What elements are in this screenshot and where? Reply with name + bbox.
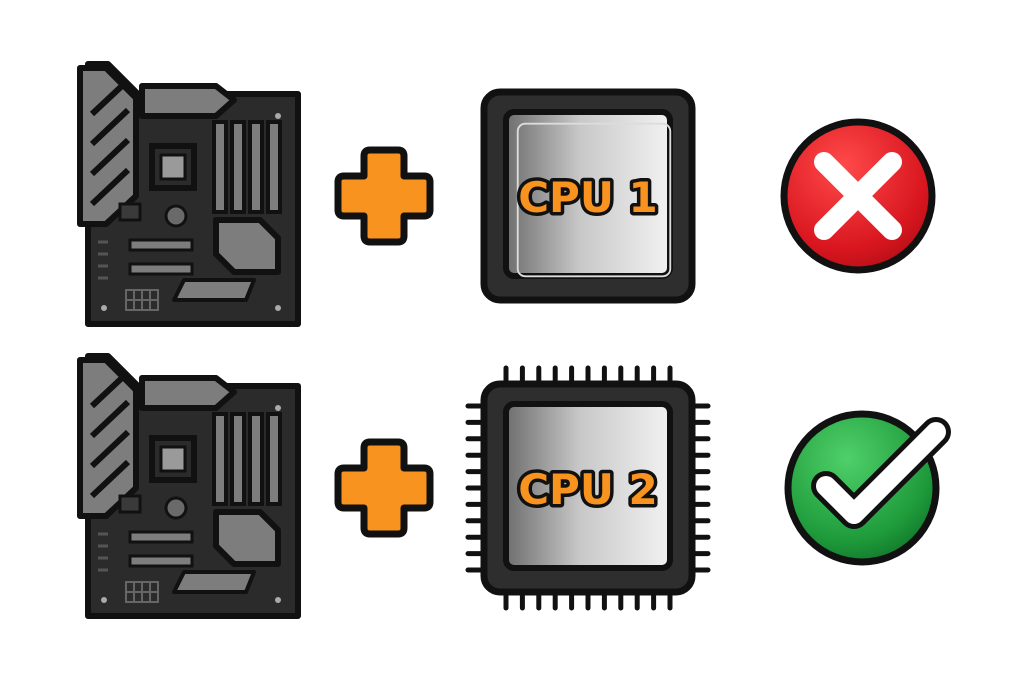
check-icon [784,410,951,566]
motherboard-icon-row-1 [80,64,298,324]
cross-icon [780,118,936,274]
plus-icon-row-2 [338,442,430,534]
cpu-label-2: CPU 2 [518,465,658,514]
cpu-chip-with-pins [465,365,711,611]
motherboard-icon-row-2 [80,356,298,616]
plus-icon-row-1 [338,150,430,242]
cpu-label-1: CPU 1 [518,173,658,222]
cpu-chip-no-pins [480,88,696,304]
